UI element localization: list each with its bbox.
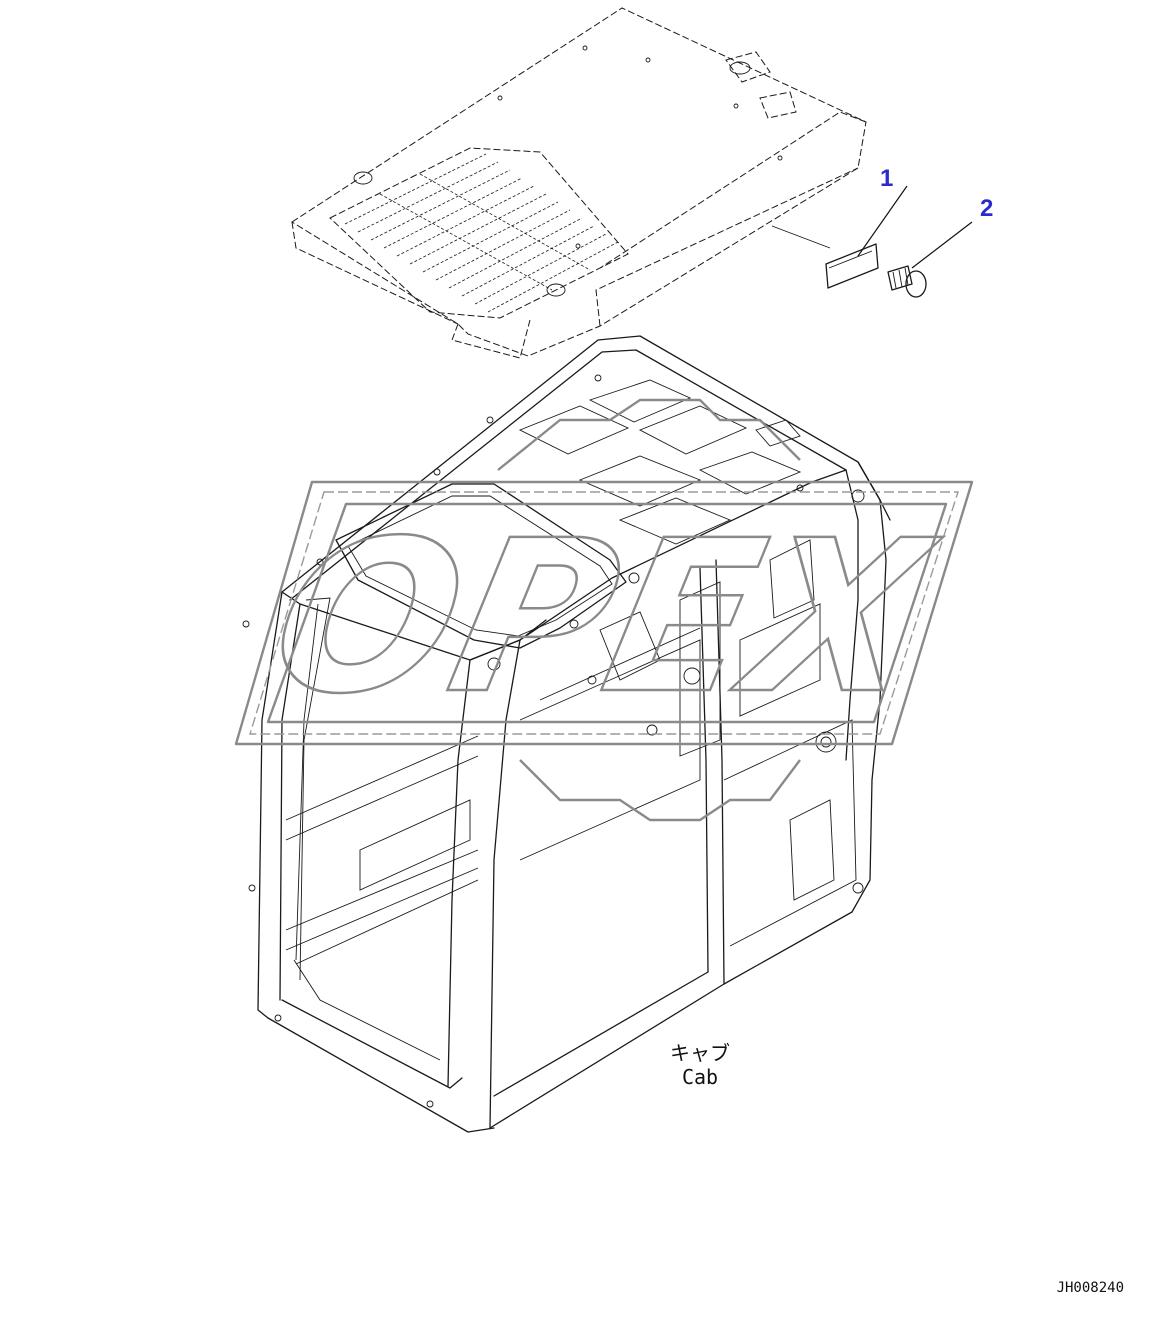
- callout-2-leader: [911, 221, 973, 269]
- drawing-number: JH008240: [1057, 1280, 1124, 1296]
- callout-1-label: 1: [880, 165, 893, 192]
- watermark-text: ОРЕХ: [254, 496, 953, 740]
- watermark: ОРЕХ: [234, 398, 974, 822]
- cab-label-en: Cab: [682, 1065, 718, 1089]
- part-rivet: [887, 265, 927, 298]
- cab-label-jp: キャブ: [670, 1041, 730, 1065]
- part-plate: [825, 243, 879, 289]
- roof-cover: [291, 7, 867, 359]
- cab-frame: [242, 335, 891, 1133]
- callout-2-label: 2: [980, 195, 993, 222]
- callout-1-leader: [857, 185, 908, 257]
- callouts: 1 2: [857, 165, 993, 269]
- cab-label: キャブ Cab: [670, 1041, 730, 1089]
